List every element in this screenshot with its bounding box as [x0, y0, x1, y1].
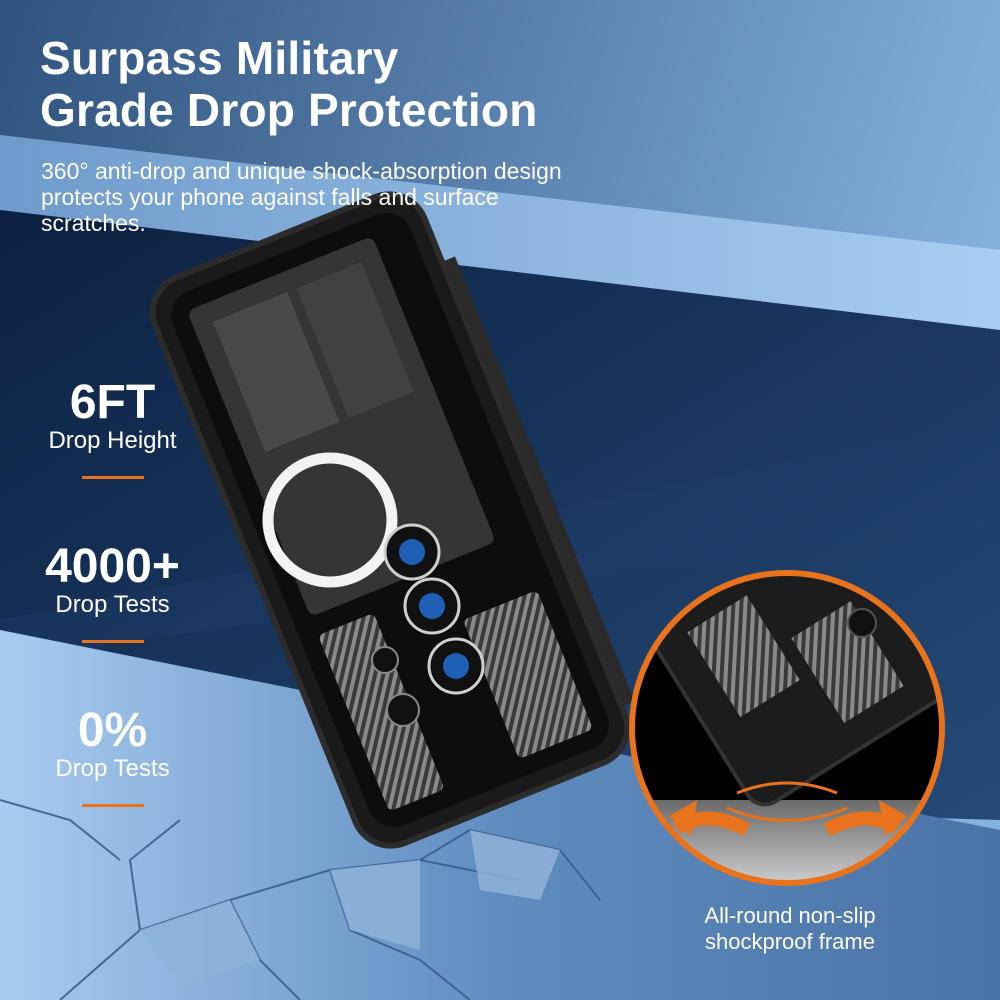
orange-divider [81, 476, 144, 479]
stat-drop-height: 6FT Drop Height [30, 378, 195, 479]
stat-label: Drop Tests [55, 591, 170, 618]
caption-line-1: All-round non-slip [704, 903, 876, 928]
stat-value: 0% [77, 704, 148, 757]
headline: Surpass Military Grade Drop Protection [40, 32, 538, 136]
inset-caption: All-round non-slip shockproof frame [660, 903, 920, 955]
stat-drop-tests: 4000+ Drop Tests [30, 542, 195, 643]
stat-failure-rate: 0% Drop Tests [30, 706, 195, 807]
stat-value: 6FT [69, 376, 156, 429]
camera-lenses [371, 523, 485, 727]
caption-line-2: shockproof frame [705, 929, 875, 954]
headline-line-2: Grade Drop Protection [40, 84, 538, 136]
orange-divider [81, 640, 144, 643]
subtext: 360° anti-drop and unique shock-absorpti… [41, 158, 562, 236]
stat-label: Drop Tests [55, 755, 170, 782]
shockproof-corner-inset [629, 570, 945, 886]
headline-line-1: Surpass Military [40, 32, 399, 84]
stat-value: 4000+ [45, 540, 180, 593]
magsafe-ring [262, 452, 398, 588]
orange-divider [81, 804, 144, 807]
stat-label: Drop Height [48, 427, 177, 454]
